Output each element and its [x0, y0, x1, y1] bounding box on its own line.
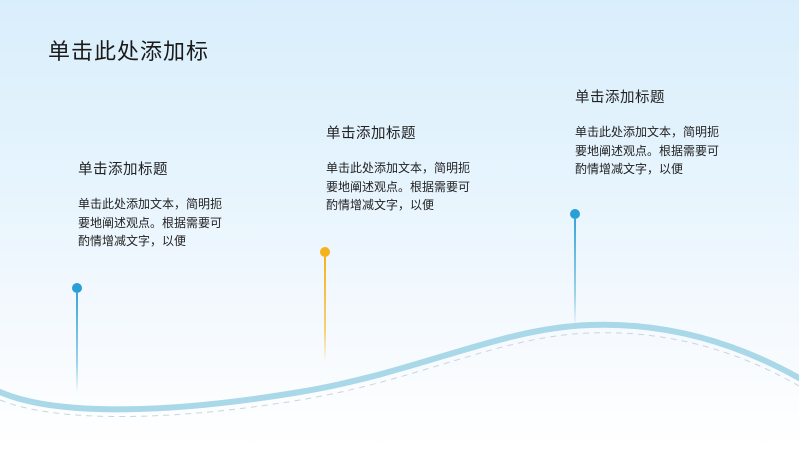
- pin-dot-icon: [320, 247, 330, 257]
- milestone-pin-1: [72, 283, 82, 393]
- milestone-title[interactable]: 单击添加标题: [78, 162, 168, 178]
- pin-stem: [76, 293, 78, 393]
- milestone-body[interactable]: 单击此处添加文本，简明扼要地阐述观点。根据需要可酌情增减文字，以便: [326, 161, 471, 212]
- milestone-card-2: 单击添加标题 单击此处添加文本，简明扼要地阐述观点。根据需要可酌情增减文字，以便: [326, 122, 496, 215]
- milestone-pin-3: [570, 209, 580, 327]
- milestone-card-3: 单击添加标题 单击此处添加文本，简明扼要地阐述观点。根据需要可酌情增减文字，以便: [575, 86, 745, 179]
- milestone-pin-2: [320, 247, 330, 362]
- slide-title[interactable]: 单击此处添加标: [48, 40, 210, 65]
- wave-dashed-line: [0, 332, 799, 417]
- milestone-card-1: 单击添加标题 单击此处添加文本，简明扼要地阐述观点。根据需要可酌情增减文字，以便: [78, 158, 248, 251]
- pin-dot-icon: [570, 209, 580, 219]
- milestone-body[interactable]: 单击此处添加文本，简明扼要地阐述观点。根据需要可酌情增减文字，以便: [575, 125, 720, 176]
- pin-stem: [574, 219, 576, 327]
- pin-stem: [324, 257, 326, 362]
- milestone-body[interactable]: 单击此处添加文本，简明扼要地阐述观点。根据需要可酌情增减文字，以便: [78, 197, 223, 248]
- wave-line: [0, 321, 799, 413]
- milestone-title[interactable]: 单击添加标题: [326, 126, 416, 142]
- pin-dot-icon: [72, 283, 82, 293]
- milestone-title[interactable]: 单击添加标题: [575, 90, 665, 106]
